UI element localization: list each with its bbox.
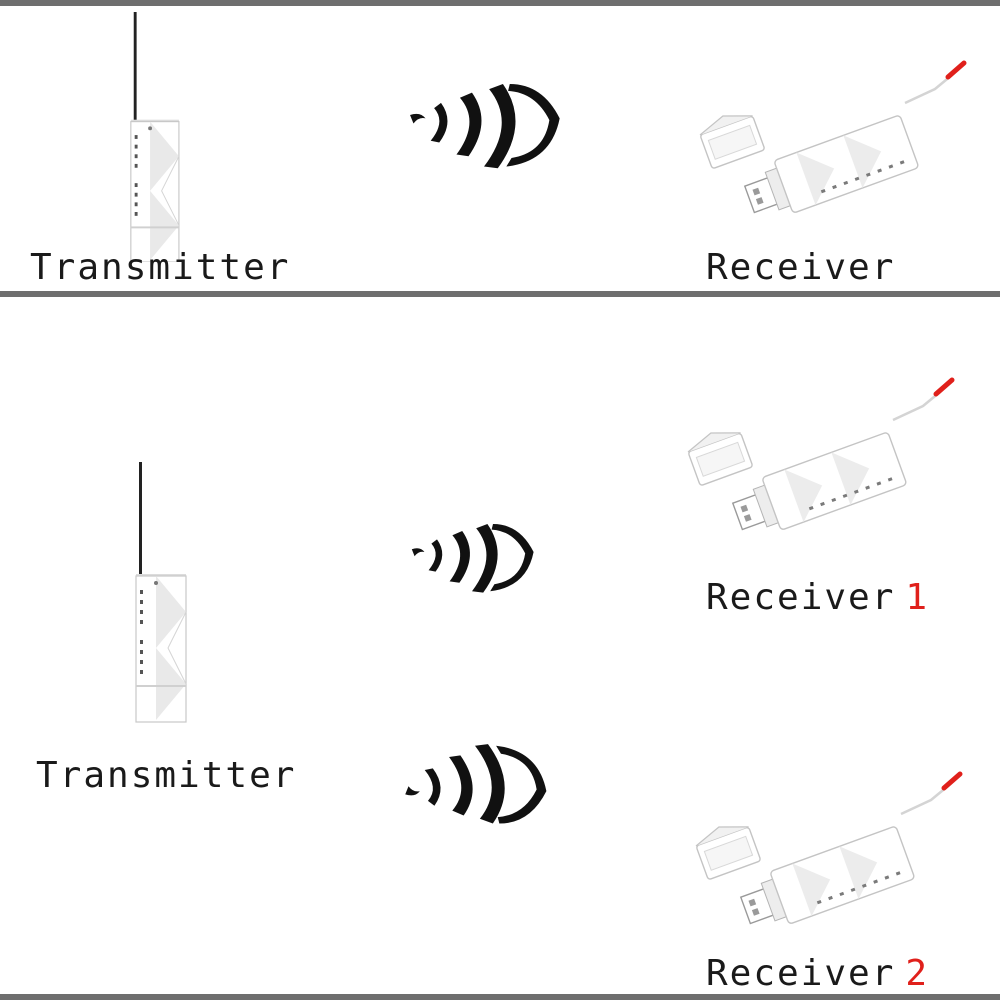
- receiver-icon: [668, 372, 958, 552]
- receiver-icon: [676, 766, 966, 946]
- top-border: [0, 0, 1000, 6]
- transmitter-label: Transmitter: [30, 247, 291, 288]
- middle-divider: [0, 291, 1000, 297]
- receiver-number: 1: [905, 577, 930, 618]
- receiver-label: Receiver: [706, 247, 896, 288]
- signal-waves-icon: [405, 744, 547, 824]
- receiver-number: 2: [905, 953, 930, 994]
- signal-waves-icon: [410, 84, 560, 169]
- transmitter-label: Transmitter: [36, 755, 297, 796]
- receiver-icon: [680, 55, 970, 235]
- receiver-label-text: Receiver: [706, 953, 896, 994]
- signal-waves-icon: [411, 524, 534, 593]
- transmitter-icon: [135, 461, 187, 723]
- receiver-label-text: Receiver: [706, 577, 896, 618]
- bottom-border: [0, 994, 1000, 1000]
- transmitter-icon: [130, 12, 180, 262]
